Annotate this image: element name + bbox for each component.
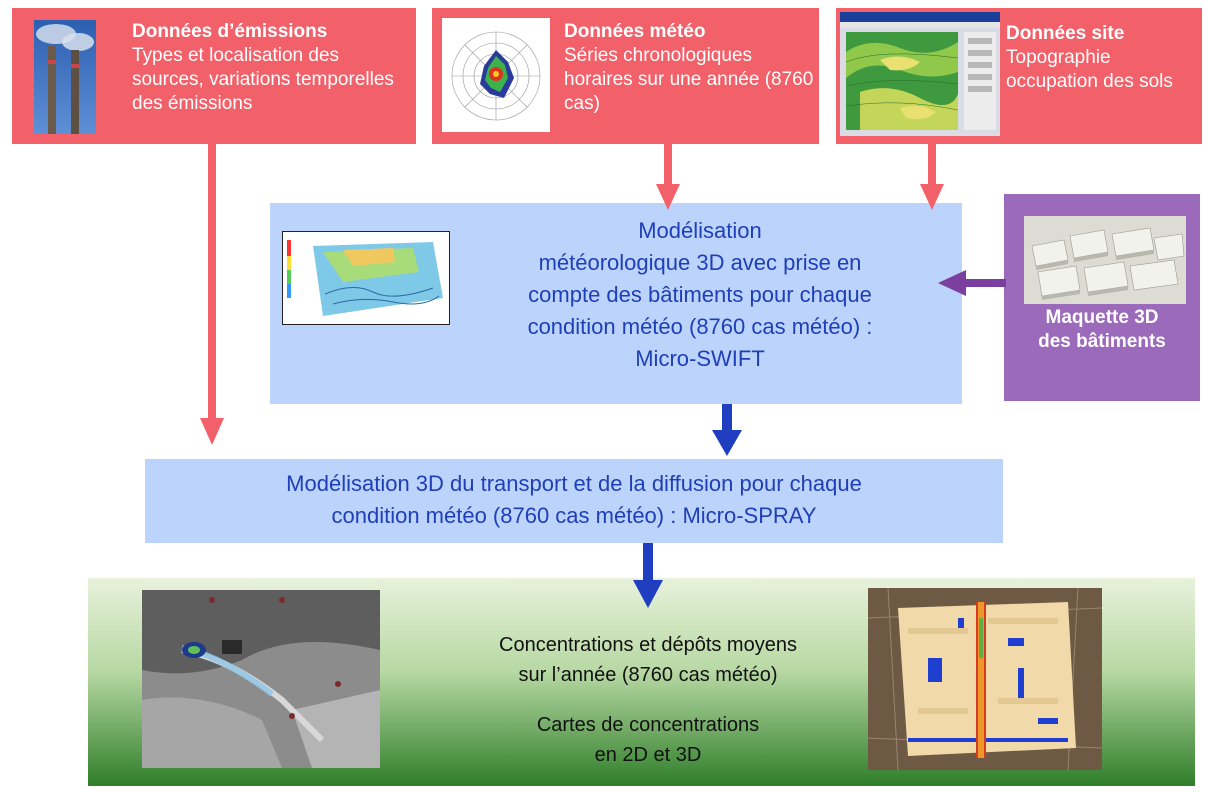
concentrations-line-2: sur l’année (8760 cas météo) (518, 664, 778, 686)
site-title: Données site (1006, 23, 1125, 44)
cartes-line-1: Cartes de concentrations (536, 714, 760, 736)
site-data-box: Données site Topographie occupation des … (836, 8, 1202, 144)
topography-map-image (840, 12, 1000, 136)
emissions-data-box: Données d’émissions Types et localisatio… (12, 8, 416, 144)
meteo-data-box: Données météo Séries chronologiques hora… (432, 8, 819, 144)
arrow-spray-to-results (633, 543, 663, 608)
building-model-box: Maquette 3D des bâtiments (1004, 194, 1200, 401)
results-box: Concentrations et dépôts moyens sur l’an… (88, 578, 1195, 786)
wind-rose-image (442, 18, 550, 132)
cartes-line-2: en 2D et 3D (594, 744, 702, 766)
meteo-title: Données météo (564, 21, 706, 42)
aerial-2d-map-image (142, 590, 380, 768)
swift-line-2: météorologique 3D avec prise en (538, 250, 862, 275)
swift-line-3: compte des bâtiments pour chaque (528, 282, 872, 307)
arrow-meteo-to-swift (656, 144, 680, 210)
meteo-text: Séries chronologiques horaires sur une a… (564, 45, 814, 114)
emissions-title: Données d’émissions (132, 21, 328, 42)
chimneys-photo (34, 20, 96, 134)
arrow-site-to-swift (920, 144, 944, 210)
arrow-maquette-to-swift (938, 270, 1006, 296)
site-text: Topographie occupation des sols (1006, 47, 1173, 92)
arrow-emissions-to-spray (200, 144, 224, 445)
wind-field-3d-image (282, 231, 450, 325)
maquette-line-1: Maquette 3D (1045, 307, 1159, 328)
spray-line-2: condition météo (8760 cas météo) : Micro… (331, 503, 817, 528)
spray-line-1: Modélisation 3D du transport et de la di… (286, 471, 862, 496)
concentrations-line-1: Concentrations et dépôts moyens (499, 634, 797, 656)
swift-line-5: Micro-SWIFT (635, 346, 765, 371)
micro-spray-box: Modélisation 3D du transport et de la di… (145, 459, 1003, 543)
swift-line-1: Modélisation (638, 218, 762, 243)
emissions-text: Types et localisation des sources, varia… (132, 45, 394, 114)
concentration-3d-map-image (868, 588, 1102, 770)
arrow-swift-to-spray (712, 404, 742, 456)
buildings-3d-image (1024, 216, 1186, 304)
maquette-line-2: des bâtiments (1038, 331, 1166, 352)
swift-line-4: condition météo (8760 cas météo) : (527, 314, 873, 339)
micro-swift-box: Modélisation météorologique 3D avec pris… (270, 203, 962, 404)
